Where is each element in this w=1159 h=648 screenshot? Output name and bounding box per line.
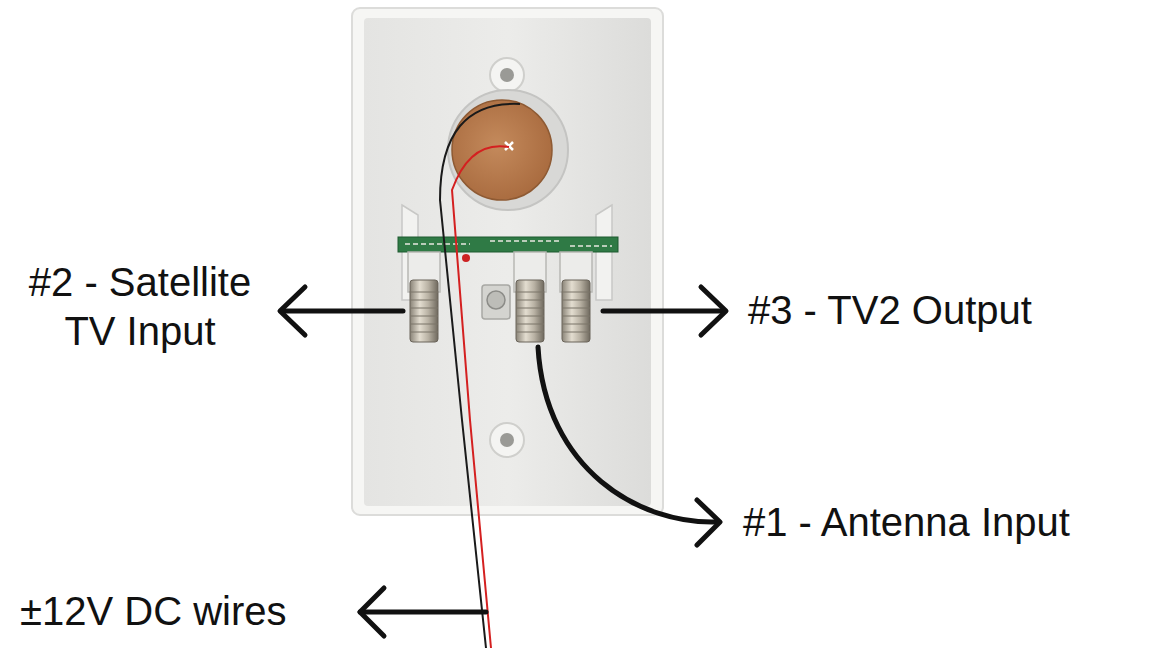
- callout-label: ±12V DC wires: [20, 587, 356, 636]
- callout-label: #3 - TV2 Output: [748, 286, 1148, 335]
- callout-label: #1 - Antenna Input: [743, 498, 1153, 547]
- callout-label: #2 - Satellite TV Input: [4, 258, 276, 356]
